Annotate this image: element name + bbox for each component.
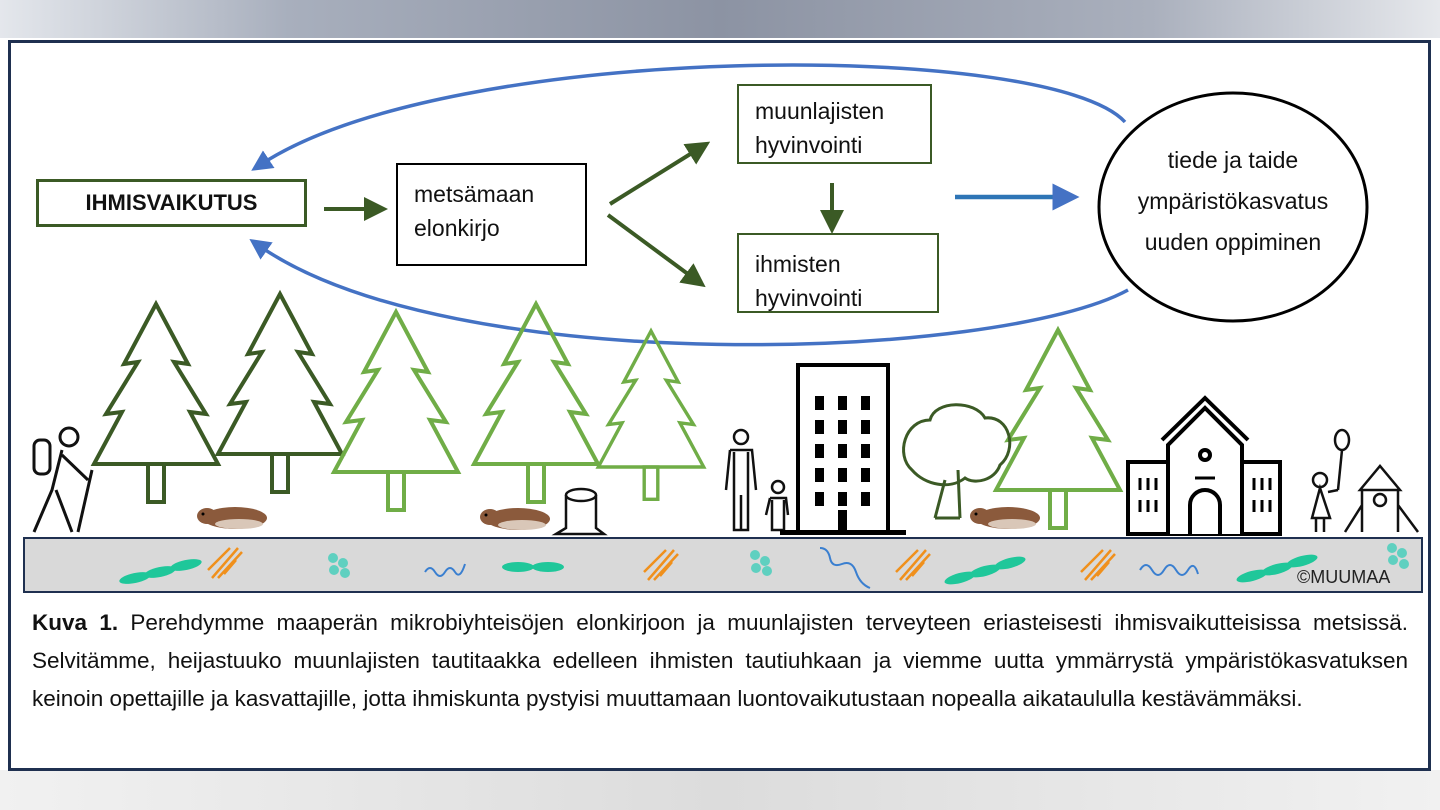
feedback-arrow-top (251, 63, 1127, 171)
feedback-arrow-bottom (249, 238, 1129, 347)
other-species-line2: hyvinvointi (755, 132, 863, 158)
human-impact-label: IHMISVAIKUTUS (85, 190, 258, 215)
deciduous-tree-icon (902, 403, 1012, 520)
human-wellbeing-line2: hyvinvointi (755, 285, 863, 311)
forest-soil-line1: metsämaan (414, 181, 535, 207)
figure-caption: Kuva 1. Perehdymme maaperän mikrobiyhtei… (32, 604, 1408, 718)
bottom-background (0, 770, 1440, 810)
human-wellbeing-line1: ihmisten (755, 251, 841, 277)
circle-line3: uuden oppiminen (1144, 229, 1322, 255)
soil-microbes (119, 543, 1409, 589)
copyright-label: ©MUUMAA (1297, 567, 1391, 587)
parent-child-icon (724, 428, 790, 532)
human-wellbeing-box: ihmisten hyvinvointi (737, 233, 939, 313)
circle-line1: tiede ja taide (1167, 147, 1299, 173)
soil-layer (23, 537, 1423, 593)
other-species-line1: muunlajisten (755, 98, 885, 124)
school-icon (1126, 395, 1282, 536)
child-playground-icon (1310, 428, 1420, 533)
hiker-icon (32, 426, 94, 533)
science-education-circle: tiede ja taide ympäristökasvatus uuden o… (1100, 140, 1366, 263)
caption-label: Kuva 1. (32, 610, 119, 635)
other-species-wellbeing-box: muunlajisten hyvinvointi (737, 84, 932, 164)
top-background (0, 0, 1440, 38)
human-impact-box: IHMISVAIKUTUS (36, 179, 307, 227)
forest-soil-line2: elonkirjo (414, 215, 500, 241)
circle-line2: ympäristökasvatus (1137, 188, 1329, 214)
caption-text: Perehdymme maaperän mikrobiyhteisöjen el… (32, 610, 1408, 711)
forest-soil-biodiversity-box: metsämaan elonkirjo (396, 163, 587, 266)
apartment-building-icon (780, 363, 906, 535)
